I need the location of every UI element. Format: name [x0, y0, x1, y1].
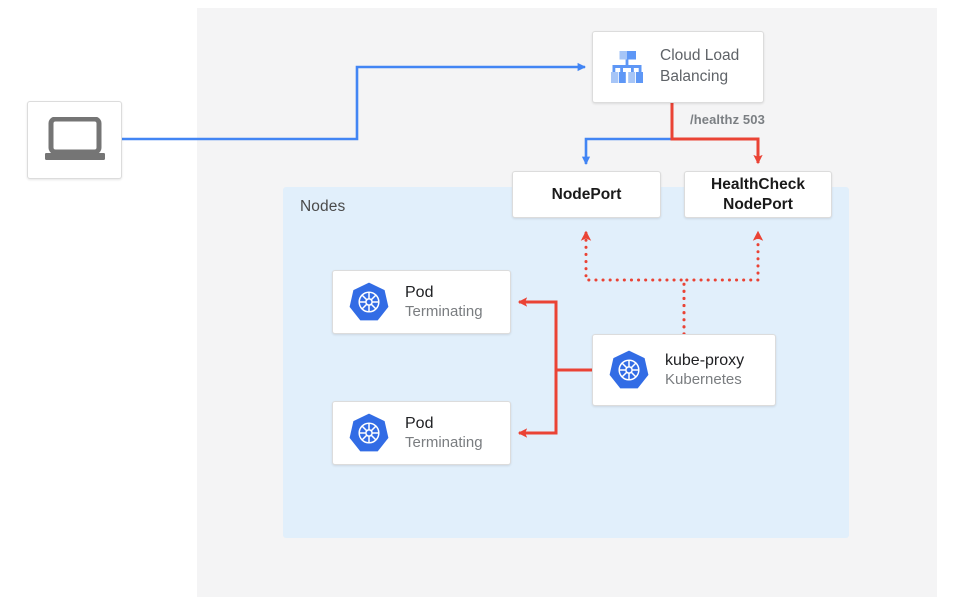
pod-status: Terminating	[405, 433, 483, 451]
healthcheck-nodeport-label: HealthCheck NodePort	[711, 175, 805, 214]
nodes-label: Nodes	[300, 198, 346, 215]
pod-status: Terminating	[405, 302, 483, 320]
cloud-load-balancing-label-line1: Cloud Load	[660, 47, 740, 65]
laptop-icon	[44, 117, 105, 160]
kube-proxy-card: kube-proxy Kubernetes	[592, 334, 776, 406]
cloud-load-balancing-label: Cloud Load Balancing	[660, 46, 739, 87]
healthcheck-nodeport-label-line1: HealthCheck	[711, 175, 805, 193]
nodeport-label: NodePort	[551, 185, 622, 203]
nodeport-card: NodePort	[512, 171, 661, 218]
kube-proxy-label: kube-proxy Kubernetes	[665, 351, 744, 388]
pod-card: Pod Terminating	[332, 270, 511, 334]
kubernetes-icon	[609, 350, 649, 389]
cloud-load-balancing-label-line2: Balancing	[660, 68, 729, 85]
pod-label: Pod Terminating	[405, 284, 483, 321]
healthcheck-nodeport-label-line2: NodePort	[723, 195, 793, 213]
healthcheck-nodeport-card: HealthCheck NodePort	[684, 171, 832, 218]
kubernetes-icon	[349, 282, 389, 321]
cloud-load-balancing-card: Cloud Load Balancing	[592, 31, 764, 103]
cloud-load-balancing-icon	[611, 51, 643, 83]
healthz-probe-label: /healthz 503	[690, 112, 765, 127]
pod-title: Pod	[405, 283, 434, 301]
pod-card: Pod Terminating	[332, 401, 511, 465]
client-laptop-card	[27, 101, 122, 179]
kubernetes-icon	[349, 413, 389, 452]
kube-proxy-subtitle: Kubernetes	[665, 370, 742, 388]
pod-label: Pod Terminating	[405, 415, 483, 452]
pod-title: Pod	[405, 414, 434, 432]
kube-proxy-title: kube-proxy	[665, 352, 745, 370]
